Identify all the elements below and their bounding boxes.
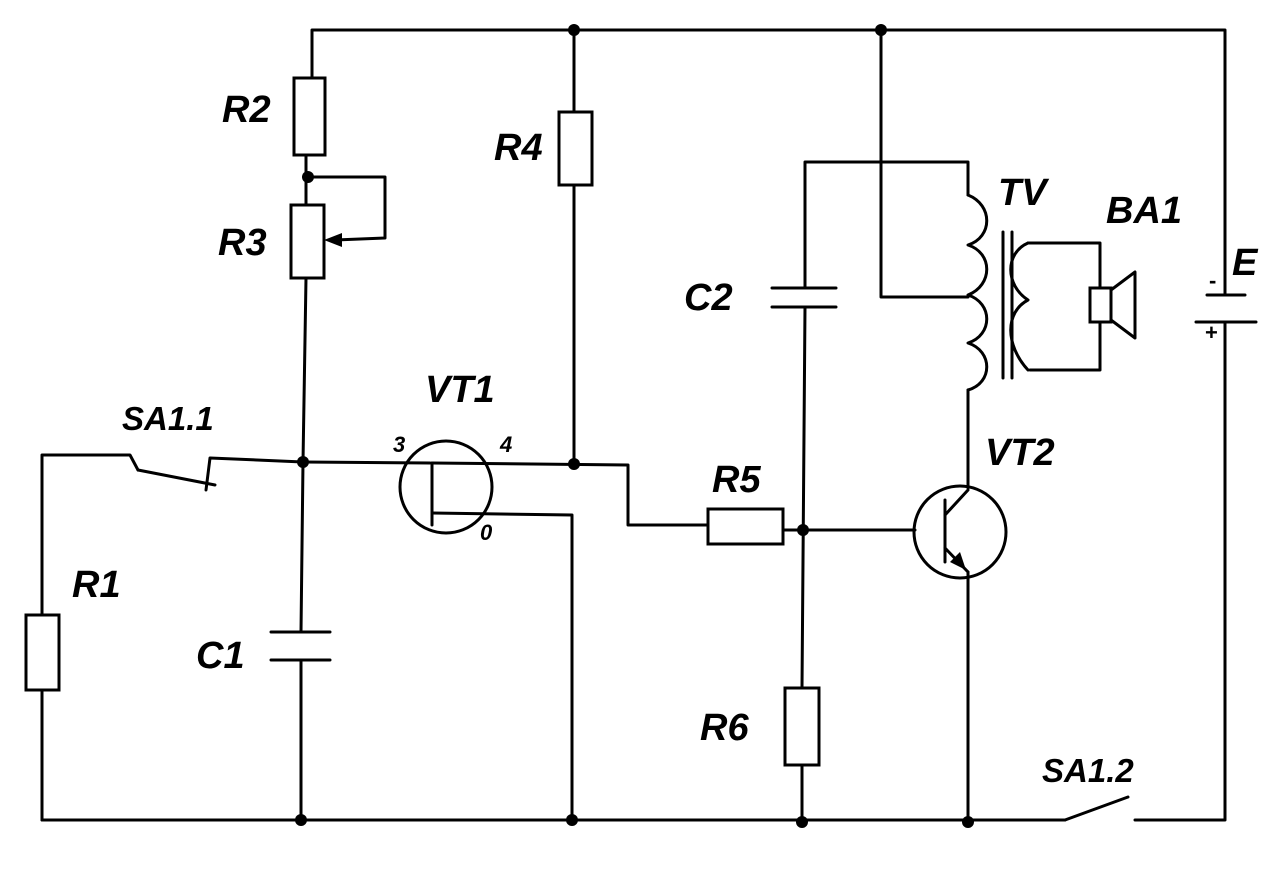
junction-dot <box>568 24 580 36</box>
label-r2: R2 <box>222 89 271 131</box>
label-r3: R3 <box>218 222 267 264</box>
label-battery-plus: + <box>1205 320 1218 345</box>
wire-secondary-top <box>1026 241 1102 290</box>
capacitor-c1 <box>269 630 332 662</box>
transistor-vt1 <box>398 439 494 535</box>
label-ba1: BA1 <box>1106 190 1182 232</box>
wire-vt1-out <box>430 461 710 527</box>
junction-dot <box>875 24 887 36</box>
wire-c2-top <box>803 160 970 290</box>
label-battery-minus: - <box>1209 268 1216 293</box>
wire-vt1-base <box>430 511 574 822</box>
wire-r3-wiper <box>308 175 387 242</box>
label-r6: R6 <box>700 707 749 749</box>
junction-dot <box>962 816 974 828</box>
wire-battery-bottom <box>1133 320 1227 822</box>
junction-dot <box>302 171 314 183</box>
junction-dot <box>797 524 809 536</box>
r3-wiper-arrow <box>324 233 342 247</box>
label-vt1-pin-left: 3 <box>393 432 405 457</box>
label-c1: C1 <box>196 635 245 677</box>
speaker-ba1 <box>1088 270 1137 340</box>
wire-c2-r6 <box>800 305 807 690</box>
label-vt2: VT2 <box>985 432 1055 474</box>
transformer-tv <box>966 193 1030 392</box>
switch-sa1-1-contact <box>204 456 305 492</box>
resistor-r5 <box>706 507 785 546</box>
transistor-vt2 <box>912 484 1008 580</box>
switch-sa1-2-blade <box>1063 795 1130 822</box>
resistor-r1 <box>24 613 61 692</box>
label-vt1: VT1 <box>425 369 495 411</box>
wire-top-rail <box>310 28 1227 297</box>
label-r4: R4 <box>494 127 543 169</box>
junction-dot <box>568 458 580 470</box>
wires <box>40 28 1227 822</box>
junction-dot <box>566 814 578 826</box>
junction-dot <box>295 814 307 826</box>
resistor-r3 <box>289 203 326 280</box>
label-vt1-pin-right: 4 <box>499 432 512 457</box>
labels: R1 R2 R3 R4 R5 R6 C1 C2 VT1 VT2 TV BA1 E… <box>72 89 1259 789</box>
wire-r3-bottom <box>301 276 308 464</box>
label-r1: R1 <box>72 564 121 606</box>
capacitor-c2 <box>770 286 838 309</box>
junctions <box>295 24 974 828</box>
resistor-r2 <box>292 76 327 157</box>
wire-secondary-bottom <box>1028 320 1102 372</box>
junction-dot <box>796 816 808 828</box>
junction-dot <box>297 456 309 468</box>
resistor-r6 <box>783 686 821 767</box>
wire-c1-top <box>299 460 305 634</box>
wire-tv-tap <box>879 28 970 299</box>
label-sa1-1: SA1.1 <box>122 400 214 437</box>
switch-sa1-1-blade <box>136 468 217 487</box>
label-c2: C2 <box>684 277 733 319</box>
label-vt1-pin-bottom: 0 <box>480 520 493 545</box>
resistor-r4 <box>557 110 594 187</box>
battery-e <box>1194 293 1258 324</box>
wire-r1-top <box>40 453 140 617</box>
label-sa1-2: SA1.2 <box>1042 752 1134 789</box>
label-tv: TV <box>998 172 1049 214</box>
label-e: E <box>1232 242 1259 284</box>
label-r5: R5 <box>712 459 761 501</box>
wire-vt1-in <box>301 460 432 465</box>
